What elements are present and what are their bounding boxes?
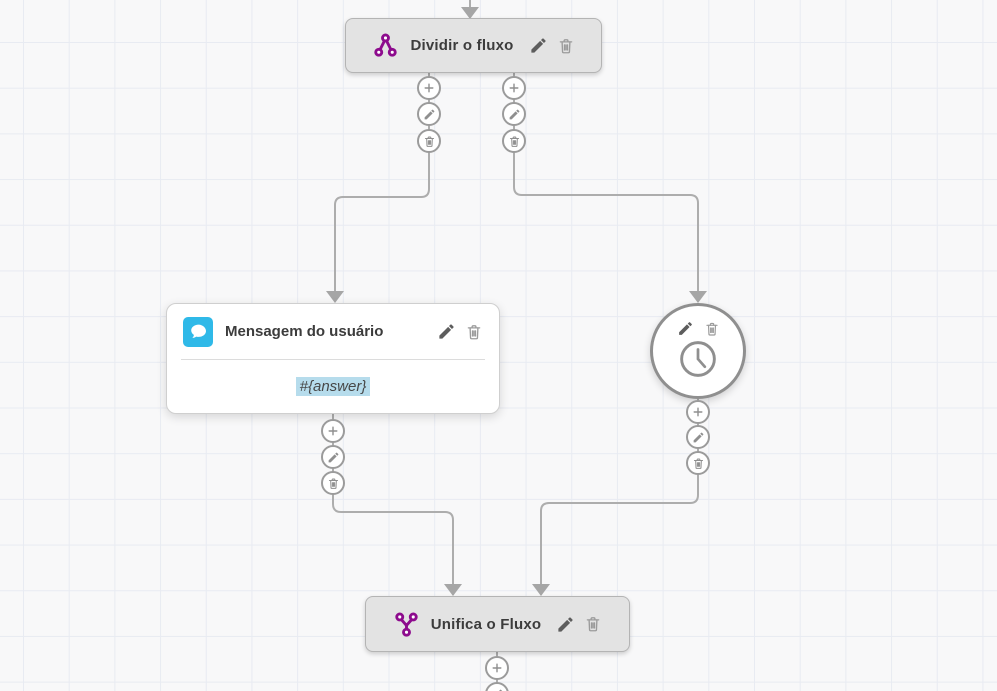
node-user-message[interactable]: Mensagem do usuário #{answer} [166, 303, 500, 414]
wire-split-to-timer [513, 73, 699, 292]
arrowhead [326, 291, 344, 303]
edit-connection-button[interactable] [686, 425, 710, 449]
node-actions [529, 36, 575, 55]
card-body: #{answer} [167, 360, 499, 413]
node-title: Dividir o fluxo [410, 37, 514, 54]
chat-bubble-icon [183, 316, 213, 347]
edit-icon[interactable] [437, 322, 456, 341]
trash-icon[interactable] [584, 615, 602, 633]
node-actions [437, 322, 483, 341]
arrowhead [689, 291, 707, 303]
clock-icon [678, 339, 718, 379]
node-merge-flow[interactable]: Unifica o Fluxo [365, 596, 630, 652]
divider [181, 359, 485, 360]
edit-connection-button[interactable] [321, 445, 345, 469]
node-split-flow[interactable]: Dividir o fluxo [345, 18, 602, 73]
delete-connection-button[interactable] [417, 129, 441, 153]
wire-timer-to-merge [540, 399, 699, 585]
node-actions [677, 320, 720, 337]
trash-icon[interactable] [465, 323, 483, 341]
delete-connection-button[interactable] [502, 129, 526, 153]
add-connection-button[interactable] [502, 76, 526, 100]
arrowhead [444, 584, 462, 596]
add-connection-button[interactable] [485, 656, 509, 680]
node-title: Mensagem do usuário [225, 323, 384, 340]
edit-connection-button[interactable] [502, 102, 526, 126]
add-connection-button[interactable] [417, 76, 441, 100]
node-title: Unifica o Fluxo [430, 615, 542, 633]
merge-flow-icon [393, 611, 420, 638]
edit-icon[interactable] [677, 320, 694, 337]
card-header: Mensagem do usuário [167, 304, 499, 359]
wire-message-to-merge [332, 414, 454, 585]
wire-split-to-message [334, 73, 430, 292]
trash-icon[interactable] [704, 321, 720, 337]
node-actions [556, 615, 602, 634]
delete-connection-button[interactable] [686, 451, 710, 475]
trash-icon[interactable] [557, 37, 575, 55]
delete-connection-button[interactable] [321, 471, 345, 495]
edit-connection-button[interactable] [485, 682, 509, 691]
split-flow-icon [372, 32, 399, 59]
edit-connection-button[interactable] [417, 102, 441, 126]
variable-chip[interactable]: #{answer} [295, 377, 371, 396]
edit-icon[interactable] [556, 615, 575, 634]
add-connection-button[interactable] [686, 400, 710, 424]
node-timer[interactable] [650, 303, 746, 399]
edit-icon[interactable] [529, 36, 548, 55]
add-connection-button[interactable] [321, 419, 345, 443]
arrowhead [532, 584, 550, 596]
